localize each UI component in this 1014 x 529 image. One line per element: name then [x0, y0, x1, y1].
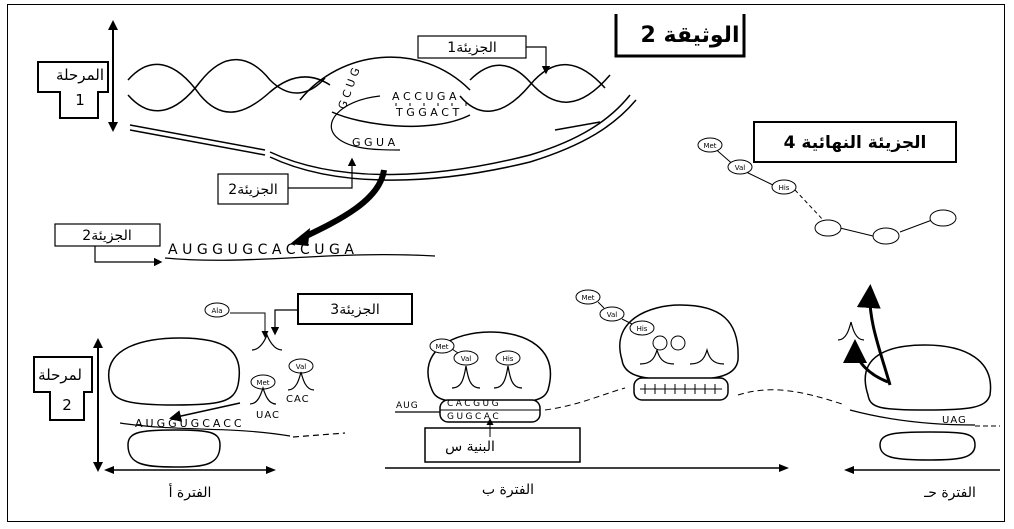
molecule2-left-label: الجزيئة2 — [82, 228, 131, 244]
stage2-number: 2 — [62, 396, 72, 414]
molecule1-callout: الجزيئة1 — [417, 35, 551, 75]
period-b-top-seq: CACGUG — [447, 399, 501, 409]
period-a-axis: الفترة أ — [104, 466, 276, 501]
ala-label: Ala — [211, 307, 222, 315]
ribosome2-val-label: Val — [607, 311, 618, 319]
structure-s-label: البنية س — [445, 439, 495, 455]
met-trna-a: Met UAC — [249, 374, 280, 421]
residue-6 — [929, 209, 957, 227]
residue-5 — [872, 227, 900, 245]
trna-entry-arrow — [169, 402, 241, 422]
stop-codon: UAG — [942, 415, 967, 426]
stage2-label: لمرحلة — [38, 366, 82, 384]
figure-frame — [7, 4, 1005, 522]
val-residue — [727, 159, 753, 175]
his-residue-label: His — [779, 184, 790, 192]
stage1-indicator: المرحلة 1 — [37, 20, 118, 132]
val-residue-label: Val — [735, 164, 746, 172]
polypeptide-chain: Met Val His — [697, 137, 957, 245]
base-pair-rungs — [395, 103, 467, 106]
ribosome2-met-label: Met — [581, 294, 594, 302]
molecule2-top-callout: الجزيئة2 — [217, 157, 357, 205]
document-title-box: الوثيقة 2 — [614, 14, 746, 58]
molecule3-callout: الجزيئة3 — [270, 293, 413, 336]
period-a-ribosome: AUGGUGCACC — [107, 337, 346, 468]
period-b-peptide: Met Val His — [575, 289, 655, 336]
dna-top-sequence: A C C U G A — [392, 90, 457, 103]
period-c-label: الفترة حـ — [923, 485, 976, 501]
stage1-number: 1 — [75, 91, 85, 109]
stage2-indicator: لمرحلة 2 — [33, 338, 103, 472]
molecule2-left-callout: الجزيئة2 — [54, 223, 163, 267]
rna-bottom-sequence: G G U A — [352, 136, 396, 149]
dna-helix — [127, 56, 637, 181]
period-b-label: الفترة ب — [482, 482, 534, 498]
met-trna-a-label: Met — [256, 379, 269, 387]
period-c-ribosome: UAG — [837, 284, 1000, 461]
mrna-strand — [164, 253, 436, 261]
period-c-axis: الفترة حـ — [844, 466, 1000, 501]
met-residue-label: Met — [703, 142, 716, 150]
period-b-bottom-seq: GUGCAC — [447, 412, 501, 422]
molecule1-label: الجزيئة1 — [447, 40, 496, 56]
molecule3-label: الجزيئة3 — [330, 302, 379, 318]
structure-s-callout: البنية س — [424, 418, 581, 463]
period-b-axis: الفترة ب — [385, 464, 789, 498]
his-residue — [771, 179, 797, 195]
met-residue — [697, 137, 723, 153]
anticodon-cac: CAC — [286, 394, 310, 405]
rna-side-sequence: G C U G — [336, 66, 363, 111]
period-b-left-seq: AUG — [396, 401, 419, 411]
dna-bottom-sequence: T G G A C T — [395, 106, 459, 119]
nascent-rna — [330, 95, 401, 151]
anticodon-uac: UAC — [256, 410, 280, 421]
period-b-his-label: His — [503, 355, 514, 363]
molecule2-top-label: الجزيئة2 — [228, 182, 277, 198]
mrna-sequence: AUGGUGCACCUGA — [168, 242, 358, 258]
stage1-label: المرحلة — [56, 66, 104, 84]
export-arrow — [300, 169, 387, 241]
val-trna-a-label: Val — [296, 363, 307, 371]
export-arrow-head — [290, 228, 310, 246]
period-b-met-label: Met — [435, 343, 448, 351]
final-molecule-label: الجزيئة النهائية 4 — [784, 133, 927, 153]
period-b-trnas: Met Val His — [429, 338, 523, 389]
ala-trna: Ala — [204, 302, 283, 351]
period-a-label: الفترة أ — [169, 483, 212, 501]
residue-4 — [814, 219, 842, 237]
val-trna-a: Val CAC — [286, 358, 315, 405]
period-a-mrna: AUGGUGCACC — [135, 417, 245, 430]
ribosome2-his-label: His — [637, 325, 648, 333]
final-molecule-box: الجزيئة النهائية 4 — [753, 121, 957, 163]
document-title: الوثيقة 2 — [641, 23, 740, 48]
period-b-ribosome-2 — [619, 304, 846, 406]
period-b-val-label: Val — [461, 355, 472, 363]
